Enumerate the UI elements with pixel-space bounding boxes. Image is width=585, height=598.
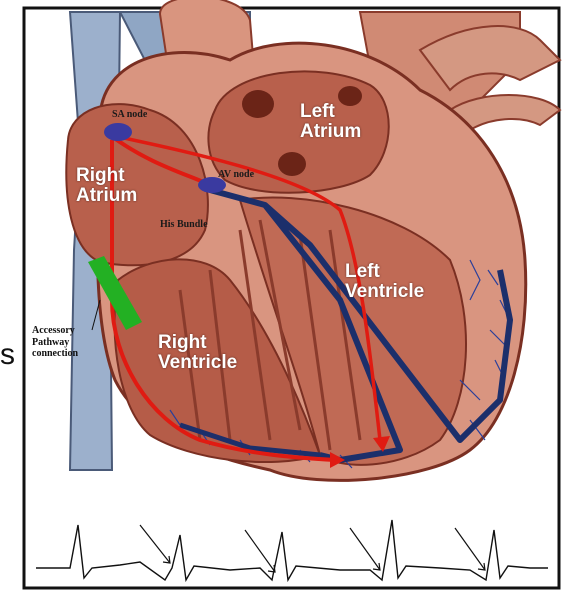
- pulmonary-opening: [242, 90, 274, 118]
- right-atrium-label: Right Atrium: [76, 166, 137, 206]
- edge-letter-text: s: [0, 338, 15, 372]
- pulmonary-opening: [278, 152, 306, 176]
- right-ventricle-label: Right Ventricle: [158, 333, 237, 373]
- sa-node-marker: [104, 123, 132, 141]
- left-atrium-label: Left Atrium: [300, 102, 361, 142]
- his-bundle-label: His Bundle: [160, 220, 208, 231]
- left-ventricle-label: Left Ventricle: [345, 262, 424, 302]
- sa-node-label: SA node: [112, 110, 147, 121]
- av-node-label: AV node: [218, 170, 254, 181]
- accessory-pathway-label: Accessory Pathway connection: [32, 325, 78, 360]
